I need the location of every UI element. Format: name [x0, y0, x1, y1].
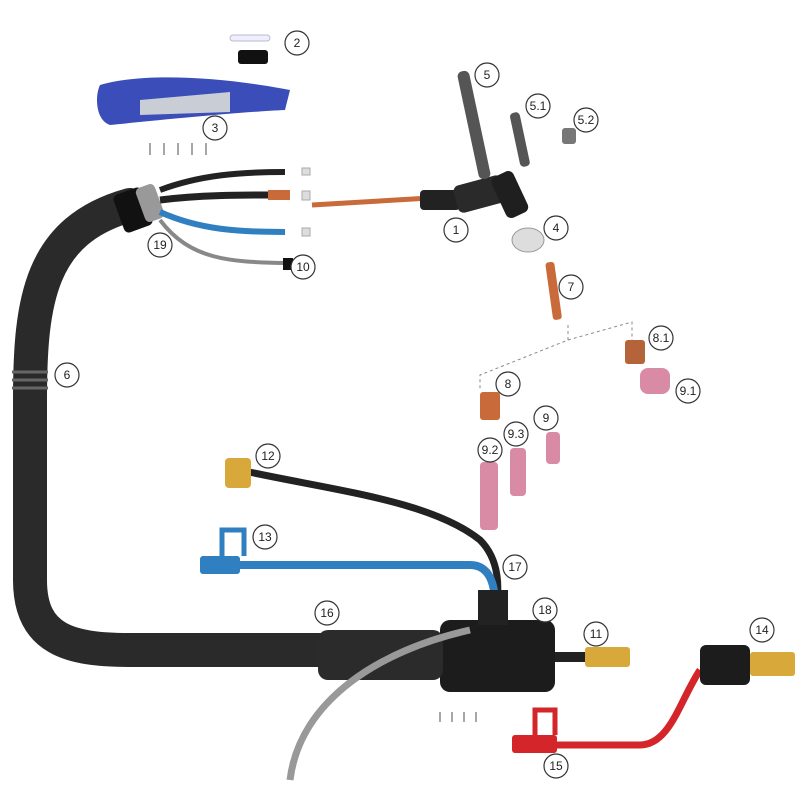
handle-label-plate	[140, 92, 230, 115]
svg-text:15: 15	[549, 759, 563, 773]
central-connector-body	[440, 620, 555, 692]
label-18: 18	[532, 597, 558, 623]
nozzle-short	[546, 432, 560, 464]
label-16: 16	[314, 600, 340, 626]
svg-text:10: 10	[296, 260, 310, 274]
svg-text:1: 1	[453, 223, 460, 237]
torch-body	[420, 190, 460, 210]
label-5: 5	[474, 62, 500, 88]
hose-end-gray	[135, 184, 165, 222]
red-coupling	[512, 735, 557, 753]
svg-text:9.2: 9.2	[482, 443, 499, 457]
gas-lens	[625, 340, 645, 364]
leader-lines	[479, 321, 633, 390]
svg-text:19: 19	[153, 238, 167, 252]
svg-text:9.1: 9.1	[680, 384, 697, 398]
label-10: 10	[290, 254, 316, 280]
water-hose-blue	[240, 561, 499, 606]
svg-text:5: 5	[484, 68, 491, 82]
blue-water-hose	[158, 209, 286, 235]
label-8: 8	[495, 371, 521, 397]
label-9-2: 9.2	[477, 437, 503, 463]
nozzle-long	[480, 462, 498, 530]
main-hose	[12, 188, 347, 667]
svg-text:8.1: 8.1	[653, 331, 670, 345]
svg-text:6: 6	[64, 368, 71, 382]
label-7: 7	[558, 274, 584, 300]
collet-body	[480, 392, 500, 420]
svg-text:17: 17	[508, 560, 522, 574]
svg-text:7: 7	[568, 280, 575, 294]
label-4: 4	[543, 215, 569, 241]
gray-cable	[286, 626, 471, 781]
svg-text:8: 8	[505, 377, 512, 391]
gas-hose	[239, 466, 502, 611]
svg-text:16: 16	[320, 606, 334, 620]
label-11: 11	[583, 621, 609, 647]
svg-text:18: 18	[538, 603, 552, 617]
control-plug	[283, 258, 293, 270]
label-2: 2	[284, 30, 310, 56]
washer	[301, 227, 311, 237]
switch	[238, 50, 268, 64]
label-13: 13	[252, 524, 278, 550]
power-plug-pin	[750, 652, 795, 676]
svg-text:13: 13	[258, 530, 272, 544]
gas-nut	[225, 458, 251, 488]
blue-cap	[219, 527, 247, 556]
connector-shaft	[555, 652, 585, 662]
nozzle-medium	[510, 448, 526, 496]
water-hose-red	[550, 668, 703, 749]
label-12: 12	[255, 443, 281, 469]
svg-text:9.3: 9.3	[508, 427, 525, 441]
insulator-ring	[511, 227, 545, 253]
label-15: 15	[543, 753, 569, 779]
washer	[301, 190, 311, 201]
label-9-1: 9.1	[675, 378, 701, 404]
black-cable	[158, 169, 286, 193]
svg-text:2: 2	[294, 36, 301, 50]
svg-text:4: 4	[553, 221, 560, 235]
bellows	[318, 630, 443, 680]
label-9: 9	[533, 405, 559, 431]
back-cap-medium	[510, 112, 530, 167]
button-cover	[229, 34, 271, 42]
connector-top	[478, 590, 508, 625]
power-cable	[159, 191, 271, 204]
label-14: 14	[749, 617, 775, 643]
brass-connector	[585, 647, 630, 667]
svg-text:11: 11	[590, 627, 603, 641]
blue-coupling	[200, 556, 240, 574]
red-cap	[532, 707, 558, 735]
label-9-3: 9.3	[503, 421, 529, 447]
label-6: 6	[54, 362, 80, 388]
torch-tube	[311, 195, 431, 208]
gas-lens-nozzle	[640, 368, 670, 394]
label-5-1: 5.1	[525, 93, 551, 119]
back-cap-long	[457, 70, 491, 180]
svg-text:3: 3	[212, 121, 219, 135]
label-5-2: 5.2	[573, 107, 599, 133]
label-3: 3	[202, 115, 228, 141]
screws	[149, 143, 477, 722]
washer	[301, 167, 311, 176]
svg-text:14: 14	[755, 623, 769, 637]
label-19: 19	[147, 232, 173, 258]
power-connector	[268, 190, 290, 200]
label-1: 1	[443, 217, 469, 243]
svg-text:5.2: 5.2	[578, 113, 595, 127]
svg-text:9: 9	[543, 411, 550, 425]
gray-control-cable	[158, 218, 286, 265]
label-8-1: 8.1	[648, 325, 674, 351]
torch-head-cap	[491, 171, 529, 219]
power-plug	[700, 645, 750, 685]
back-cap-short	[562, 128, 576, 144]
collet	[545, 261, 562, 320]
label-17: 17	[502, 554, 528, 580]
svg-text:12: 12	[261, 449, 275, 463]
svg-text:5.1: 5.1	[530, 99, 547, 113]
hose-rings	[12, 370, 48, 390]
